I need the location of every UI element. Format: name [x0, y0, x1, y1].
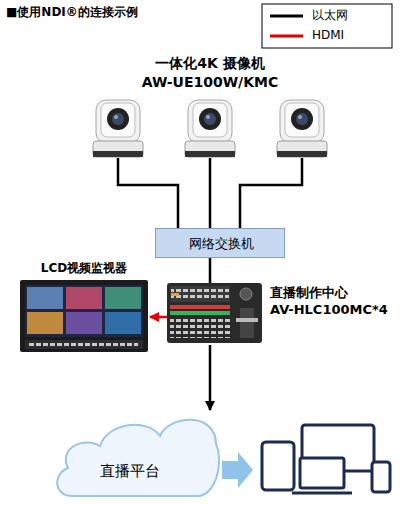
ptz-camera-part: [93, 141, 143, 157]
ptz-camera-part: [204, 113, 216, 125]
switcher-console-part: [170, 311, 230, 315]
ptz-camera-part: [107, 108, 129, 130]
switcher-console-part: [170, 286, 230, 302]
ptz-camera-part: [277, 151, 327, 157]
viewer-devices-part: [300, 458, 344, 488]
ptz-camera-part: [185, 141, 235, 157]
cloud-shape: [50, 410, 220, 500]
connector: [209, 345, 212, 410]
lcd-monitor-part: [28, 342, 138, 346]
legend-label: HDMI: [312, 28, 344, 42]
ptz-camera-part: [199, 108, 221, 130]
legend-label: 以太网: [312, 8, 348, 22]
switcher-console-part: [170, 305, 230, 309]
ptz-camera-part: [101, 103, 135, 137]
ptz-camera: [277, 100, 327, 157]
ptz-camera-part: [96, 100, 140, 143]
switcher-console-part: [171, 288, 229, 300]
viewer-devices-part: [262, 442, 294, 490]
lcd-monitor-part: [105, 312, 141, 334]
lcd-monitor-part: [25, 285, 143, 337]
lcd-monitor-part: [27, 312, 63, 334]
switcher-console-part: [170, 318, 230, 338]
ptz-camera-part: [298, 115, 302, 119]
viewer-devices: [262, 425, 390, 493]
lcd-monitor-part: [27, 287, 63, 309]
legend-frame-part: [270, 35, 303, 38]
switcher-console-part: [240, 308, 254, 338]
cloud-outline: [57, 420, 219, 496]
switcher-console: [167, 283, 262, 343]
ptz-camera-part: [112, 113, 124, 125]
viewer-devices-part: [292, 492, 352, 495]
ptz-camera: [185, 100, 235, 157]
distribution-arrow: [222, 452, 253, 488]
switcher-console-part: [236, 318, 258, 322]
ptz-camera-part: [188, 100, 232, 143]
ptz-camera-part: [291, 108, 313, 130]
ptz-camera-part: [277, 141, 327, 157]
legend-frame: [262, 4, 392, 48]
diagram-title: ■使用NDI®的连接示例: [6, 5, 138, 19]
legend-frame-part: [262, 4, 392, 48]
ptz-camera: [93, 100, 143, 157]
lcd-monitor-part: [105, 287, 141, 309]
lcd-monitor: [20, 280, 148, 352]
ptz-camera-part: [114, 115, 118, 119]
device-node: LCD视频监视器: [18, 258, 150, 354]
node-label: AV-HLC100MC*4: [270, 302, 395, 318]
lcd-monitor-part: [25, 340, 143, 349]
node-label: 直播平台: [50, 462, 210, 480]
viewer-devices-part: [372, 462, 390, 492]
switcher-console-part: [167, 283, 262, 343]
ptz-camera-part: [93, 151, 143, 157]
connector: [209, 258, 212, 283]
node-label: 一体化4K 摄像机: [90, 55, 330, 72]
switcher-console-part: [240, 288, 252, 300]
node-label: LCD视频监视器: [18, 261, 150, 275]
ptz-camera-part: [296, 113, 308, 125]
legend-frame-part: [270, 15, 303, 18]
device-node: 一体化4K 摄像机 AW-UE100W/KMC: [90, 55, 330, 158]
cloud-node: 直播平台: [50, 410, 220, 500]
lcd-monitor-part: [20, 280, 148, 352]
ptz-camera-part: [185, 151, 235, 157]
lcd-monitor-part: [66, 287, 102, 309]
connector: [118, 158, 302, 228]
device-node: 直播制作中心AV-HLC100MC*4: [167, 283, 395, 345]
switcher-console-part: [171, 293, 179, 296]
node-label: 网络交换机: [156, 236, 286, 252]
connector: [150, 316, 167, 319]
ptz-camera-part: [193, 103, 227, 137]
ptz-camera-part: [206, 115, 210, 119]
node-label: 直播制作中心: [270, 285, 395, 301]
ptz-camera-part: [280, 100, 324, 143]
ptz-camera-part: [285, 103, 319, 137]
switch-box: 网络交换机: [155, 228, 285, 258]
node-label: AW-UE100W/KMC: [90, 74, 330, 91]
lcd-monitor-part: [66, 312, 102, 334]
